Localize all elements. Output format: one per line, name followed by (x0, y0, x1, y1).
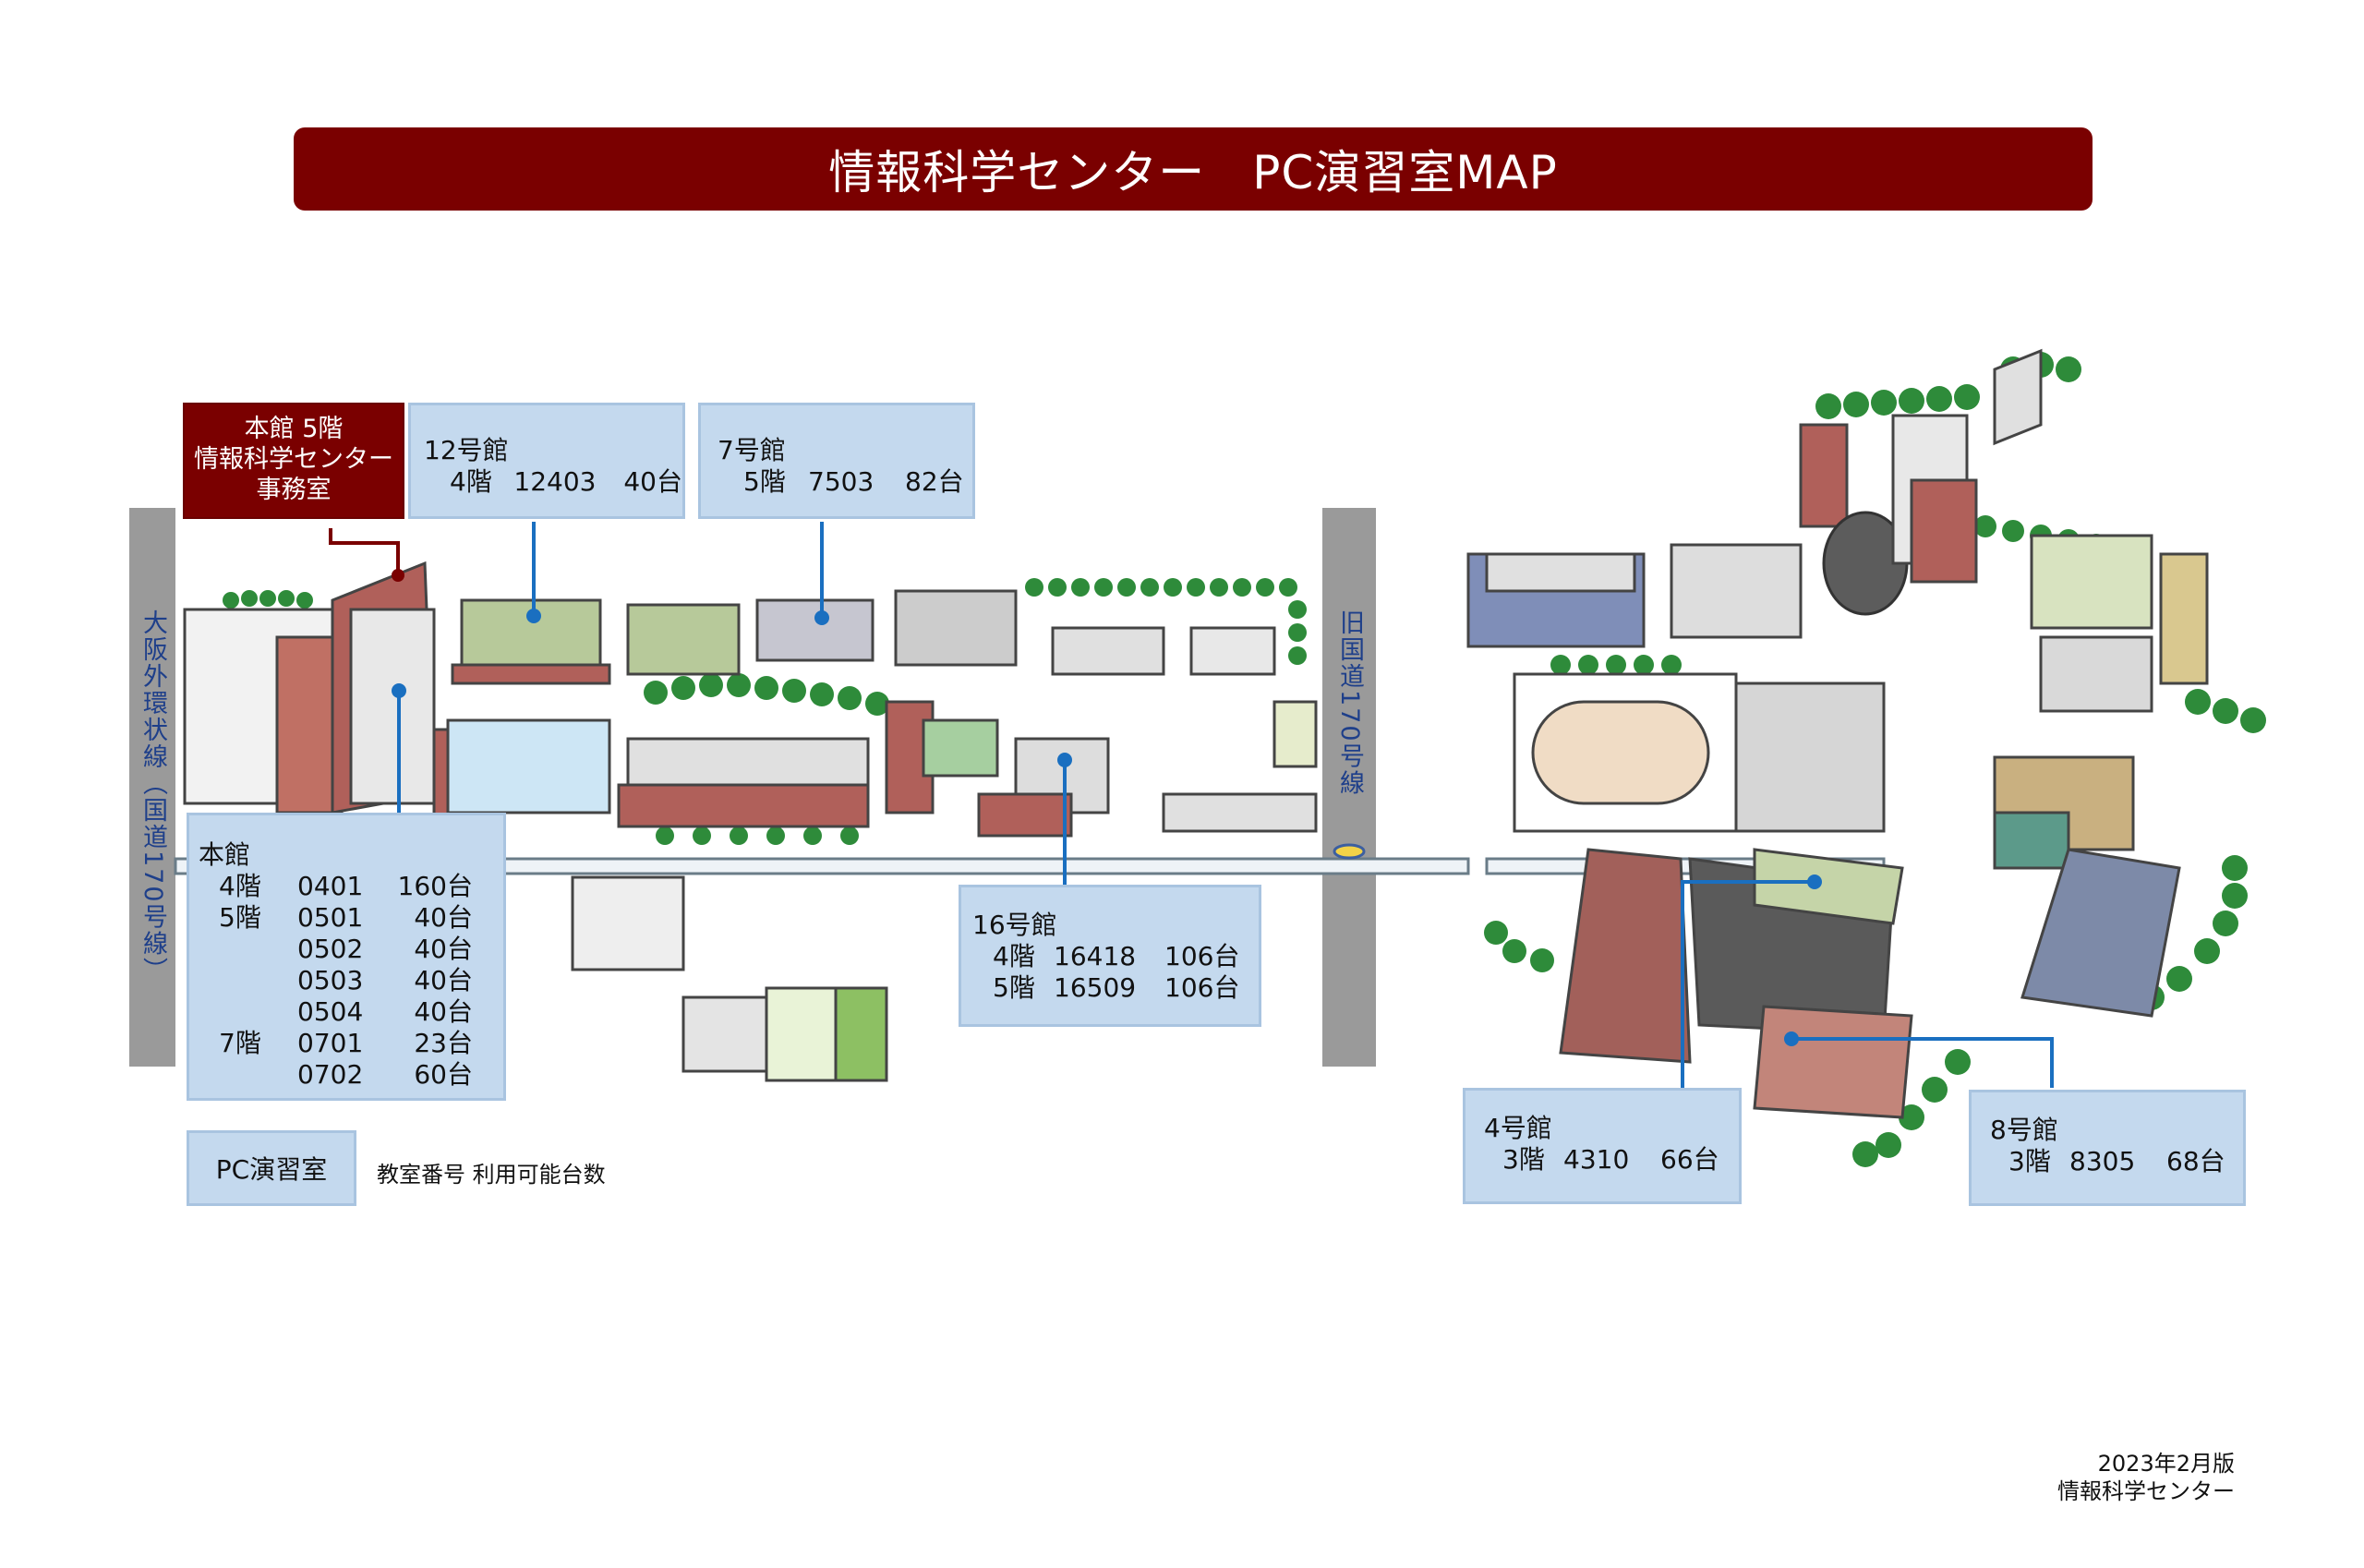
traffic-signal-icon (1333, 843, 1366, 860)
building-8-name: 8号館 (1990, 1115, 2058, 1145)
page-title-text: 情報科学センター PC演習室MAP (828, 146, 1558, 199)
room-floor: 4階 (219, 871, 261, 901)
office-label: 本館 5階 情報科学センター 事務室 (183, 403, 404, 519)
room-count: 40台 (414, 902, 473, 933)
room-row: 4階 0401 160台 (199, 871, 503, 902)
room-count: 60台 (414, 1059, 473, 1090)
room-count: 40台 (623, 466, 682, 497)
line-8 (1791, 1037, 2054, 1088)
room-number: 0501 (297, 902, 364, 933)
room-floor: 4階 (450, 466, 492, 497)
legend-description: 教室番号 利用可能台数 (377, 1162, 606, 1188)
left-road (129, 508, 175, 1067)
marker-16 (1057, 753, 1072, 767)
room-count: 40台 (414, 996, 473, 1027)
building-7-name: 7号館 (718, 435, 786, 465)
footer: 2023年2月版 情報科学センター (1939, 1450, 2235, 1505)
room-floor: 5階 (993, 972, 1035, 1003)
room-number: 4310 (1563, 1144, 1630, 1175)
room-count: 106台 (1164, 941, 1240, 971)
label-building-8: 8号館 3階 8305 68台 (1969, 1090, 2246, 1206)
main-building-name: 本館 (199, 839, 251, 870)
room-number: 0701 (297, 1028, 364, 1058)
room-number: 16509 (1054, 972, 1137, 1003)
office-line2: 情報科学センター (194, 445, 393, 474)
marker-12 (526, 609, 541, 623)
room-floor (219, 996, 297, 1028)
room-row: 0702 60台 (199, 1059, 503, 1091)
footer-edition: 2023年2月版 (2097, 1451, 2235, 1477)
room-count: 68台 (2166, 1146, 2225, 1176)
room-row: 4階 16418 106台 (972, 941, 1259, 972)
label-building-4: 4号館 3階 4310 66台 (1463, 1088, 1742, 1204)
room-floor: 5階 (743, 466, 786, 497)
office-leader-line (329, 528, 400, 573)
room-row: 5階 7503 82台 (718, 466, 972, 498)
west-trees (223, 578, 1307, 845)
office-line3: 事務室 (256, 476, 332, 504)
marker-office (392, 569, 404, 582)
marker-lines (329, 522, 2054, 1090)
room-floor (219, 965, 297, 996)
room-floor (219, 1059, 297, 1091)
middle-road (1322, 508, 1376, 1067)
building-4-name: 4号館 (1484, 1113, 1552, 1143)
legend-box: PC演習室 (187, 1130, 356, 1206)
room-row: 5階 0501 40台 (199, 902, 503, 934)
room-row: 7階 0701 23台 (199, 1028, 503, 1059)
room-number: 0504 (297, 996, 364, 1027)
room-row: 5階 16509 106台 (972, 972, 1259, 1004)
building-16-name: 16号館 (972, 910, 1057, 940)
room-number: 7503 (808, 466, 874, 497)
room-count: 40台 (414, 965, 473, 995)
middle-road-label: 旧国道170号線 (1335, 609, 1364, 797)
east-buildings (1466, 348, 2209, 1119)
marker-7 (814, 610, 829, 625)
office-line1: 本館 5階 (244, 415, 344, 443)
room-row: 0504 40台 (199, 996, 503, 1028)
room-number: 8305 (2069, 1146, 2136, 1176)
label-main-building: 本館 4階 0401 160台 5階 0501 40台 0502 40台 050… (187, 813, 506, 1101)
room-floor: 3階 (1502, 1144, 1545, 1175)
room-row: 0502 40台 (199, 934, 503, 965)
west-buildings (183, 561, 1318, 1082)
room-floor: 4階 (993, 941, 1035, 971)
room-count: 106台 (1164, 972, 1240, 1003)
marker-dots (392, 569, 1822, 1046)
room-row: 4階 12403 40台 (424, 466, 682, 498)
marker-4 (1807, 874, 1822, 889)
room-count: 40台 (414, 934, 473, 964)
footer-org: 情報科学センター (2057, 1478, 2235, 1504)
room-number: 0502 (297, 934, 364, 964)
page-title: 情報科学センター PC演習室MAP (294, 127, 2093, 211)
label-building-12: 12号館 4階 12403 40台 (408, 403, 685, 519)
room-floor (219, 934, 297, 965)
room-count: 82台 (905, 466, 964, 497)
marker-8 (1784, 1031, 1799, 1046)
room-number: 12403 (513, 466, 597, 497)
building-12-name: 12号館 (424, 435, 509, 465)
label-building-7: 7号館 5階 7503 82台 (698, 403, 975, 519)
marker-main (392, 683, 406, 698)
line-4 (1681, 880, 1815, 1090)
room-number: 0503 (297, 965, 364, 995)
room-floor: 3階 (2008, 1146, 2051, 1176)
room-number: 16418 (1054, 941, 1137, 971)
room-row: 3階 8305 68台 (1990, 1146, 2243, 1177)
room-number: 0401 (297, 871, 364, 901)
room-row: 0503 40台 (199, 965, 503, 996)
legend-box-label: PC演習室 (215, 1154, 328, 1185)
room-floor: 5階 (219, 902, 261, 933)
room-number: 0702 (297, 1059, 364, 1090)
left-road-label: 大阪外環状線（国道170号線） (139, 609, 167, 984)
room-count: 160台 (397, 871, 473, 901)
room-count: 66台 (1660, 1144, 1719, 1175)
room-row: 3階 4310 66台 (1484, 1144, 1739, 1176)
room-floor: 7階 (219, 1028, 261, 1058)
label-building-16: 16号館 4階 16418 106台 5階 16509 106台 (959, 885, 1261, 1027)
room-count: 23台 (414, 1028, 473, 1058)
